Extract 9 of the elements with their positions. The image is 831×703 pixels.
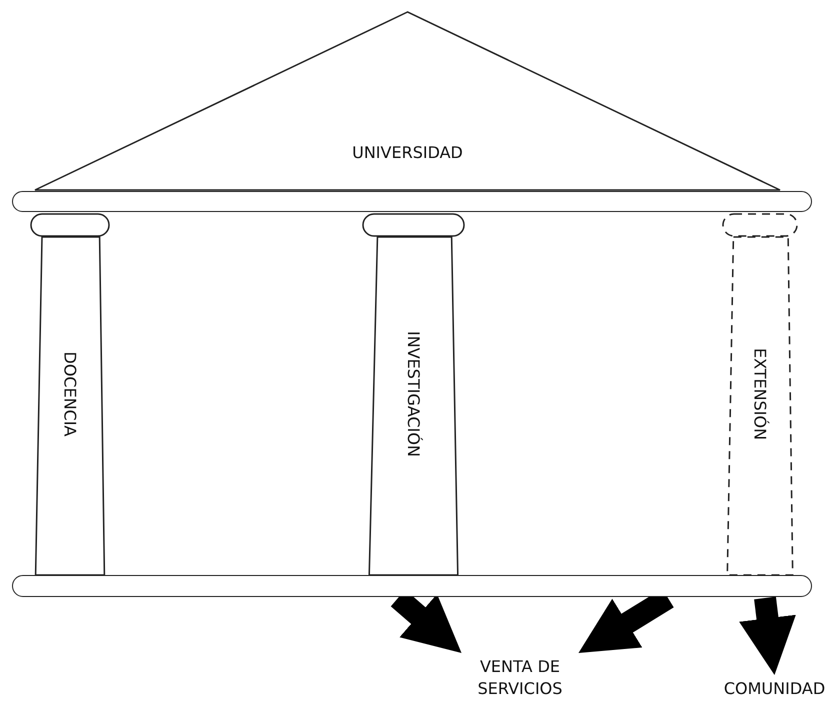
base-slab: [12, 575, 812, 597]
beam: [12, 191, 812, 212]
roof-triangle: [35, 12, 780, 190]
text-label: VENTA DE SERVICIOS: [476, 656, 564, 700]
text-label: COMUNIDAD: [722, 678, 826, 700]
column-label: EXTENSIÓN: [750, 348, 770, 440]
column-label: INVESTIGACIÓN: [404, 331, 423, 457]
title-text: UNIVERSIDAD: [352, 143, 463, 162]
column-label: DOCENCIA: [60, 352, 80, 436]
